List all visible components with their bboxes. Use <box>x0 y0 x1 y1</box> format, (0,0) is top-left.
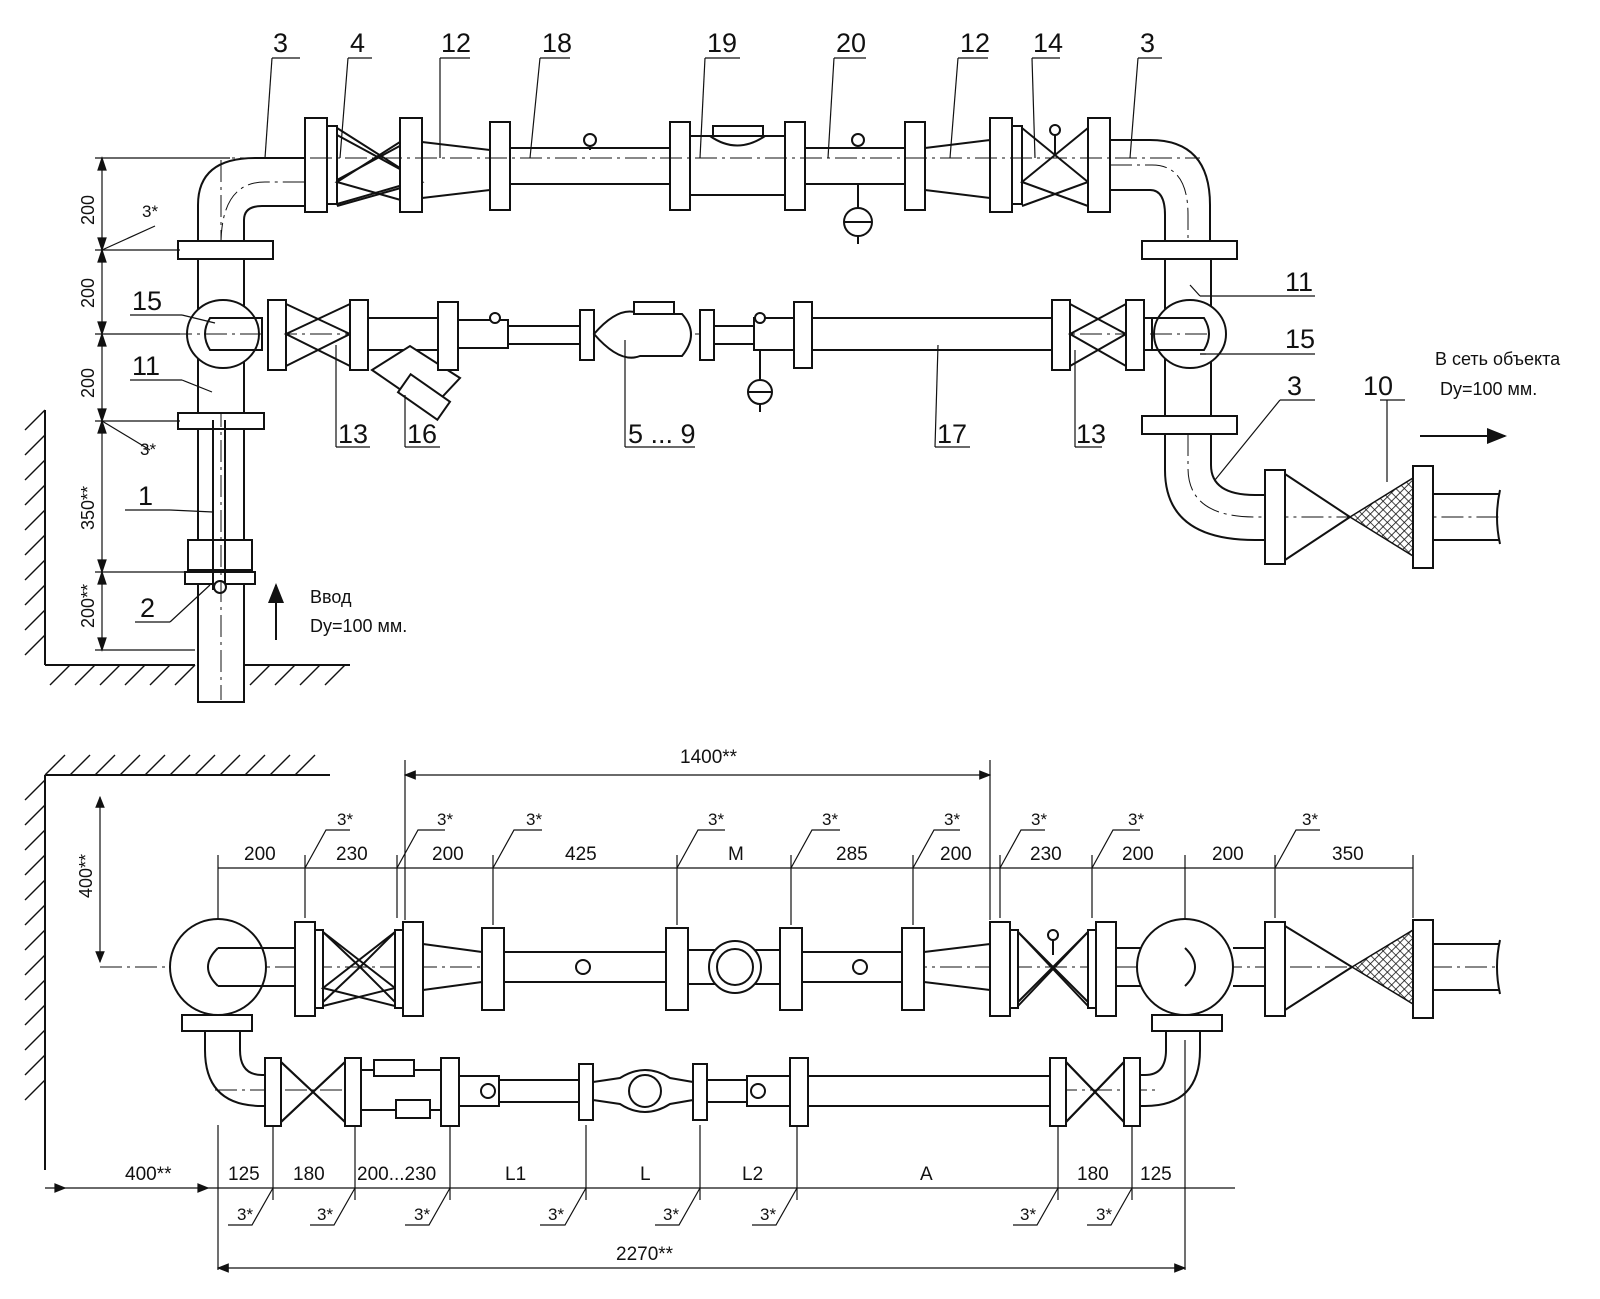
mark-bottom-6: 3* <box>760 1205 776 1224</box>
dim-200-b: 200 <box>78 278 98 308</box>
weld-mark-2: 3* <box>140 440 156 459</box>
plan-view: 1400** 400** 200 230 200 425 M 285 200 2… <box>24 747 1501 1273</box>
mark-top-4: 3* <box>708 810 724 829</box>
elevation-callouts: 3 4 12 18 19 20 12 14 3 15 11 1 2 13 16 … <box>132 28 1393 623</box>
callout-18: 18 <box>542 28 572 58</box>
callout-12: 12 <box>441 28 471 58</box>
mark-top-8: 3* <box>1128 810 1144 829</box>
callout-13-left: 13 <box>338 419 368 449</box>
dim-top-10: 200 <box>1212 844 1244 865</box>
elevation-view: 3 4 12 18 19 20 12 14 3 15 11 1 2 13 16 … <box>24 28 1561 703</box>
mark-top-7: 3* <box>1031 810 1047 829</box>
inlet-size: Dy=100 мм. <box>310 616 407 636</box>
dim-bottom-6: L <box>640 1164 651 1185</box>
callout-13-right: 13 <box>1076 419 1106 449</box>
dim-350: 350** <box>78 486 98 530</box>
dim-bottom-5: L1 <box>505 1164 526 1185</box>
inlet-riser-pipe <box>177 160 265 703</box>
plan-dimension-texts: 1400** 400** 200 230 200 425 M 285 200 2… <box>76 747 1364 1265</box>
dim-top-1: 200 <box>244 844 276 865</box>
dim-top-9: 200 <box>1122 844 1154 865</box>
vertical-dimension-chain <box>95 156 230 652</box>
callout-3: 3 <box>273 28 288 58</box>
callout-11-right: 11 <box>1285 267 1313 297</box>
dim-top-7: 200 <box>940 844 972 865</box>
dim-top-5: M <box>728 844 744 865</box>
plan-upper-line <box>100 918 1501 1032</box>
dim-bottom-9: 180 <box>1077 1164 1109 1185</box>
callout-19: 19 <box>707 28 737 58</box>
mark-top-2: 3* <box>437 810 453 829</box>
dim-top-3: 200 <box>432 844 464 865</box>
wall-hatching <box>24 409 350 686</box>
dim-overall-top: 1400** <box>680 747 738 768</box>
mark-top-5: 3* <box>822 810 838 829</box>
callout-2: 2 <box>140 593 155 623</box>
dim-200-c: 200 <box>78 368 98 398</box>
mark-top-3: 3* <box>526 810 542 829</box>
mark-bottom-7: 3* <box>1020 1205 1036 1224</box>
inlet-label: Ввод <box>310 587 352 607</box>
callout-11-left: 11 <box>132 351 160 381</box>
bypass-upper-line <box>100 117 1200 244</box>
callout-15-left: 15 <box>132 286 162 316</box>
outlet-label: В сеть объекта <box>1435 349 1561 369</box>
mark-top-9: 3* <box>1302 810 1318 829</box>
callout-4: 4 <box>350 28 365 58</box>
callout-5-9: 5 ... 9 <box>628 419 696 449</box>
callout-10: 10 <box>1363 371 1393 401</box>
dim-200-a: 200 <box>78 195 98 225</box>
callout-17: 17 <box>937 419 967 449</box>
mark-bottom-8: 3* <box>1096 1205 1112 1224</box>
callout-20: 20 <box>836 28 866 58</box>
mark-bottom-4: 3* <box>548 1205 564 1224</box>
callout-15-right: 15 <box>1285 324 1315 354</box>
left-riser-and-bend <box>177 157 305 414</box>
dim-top-6: 285 <box>836 844 868 865</box>
right-riser-and-bend <box>1110 139 1500 541</box>
callout-14: 14 <box>1033 28 1063 58</box>
dim-wall-offset: 400** <box>76 854 96 898</box>
plan-dimension-lines <box>45 760 1414 1273</box>
dim-bottom-1: 400** <box>125 1164 172 1185</box>
mark-top-1: 3* <box>337 810 353 829</box>
dim-bottom-4: 200...230 <box>357 1164 436 1185</box>
callout-3-right: 3 <box>1140 28 1155 58</box>
outlet-size: Dy=100 мм. <box>1440 379 1537 399</box>
dim-bottom-10: 125 <box>1140 1164 1172 1185</box>
mark-bottom-5: 3* <box>663 1205 679 1224</box>
mark-bottom-2: 3* <box>317 1205 333 1224</box>
dim-bottom-3: 180 <box>293 1164 325 1185</box>
callout-3-outlet: 3 <box>1287 371 1302 401</box>
callout-16: 16 <box>407 419 437 449</box>
dim-bottom-2: 125 <box>228 1164 260 1185</box>
meter-line <box>100 299 1210 422</box>
callout-1: 1 <box>138 481 153 511</box>
dim-top-4: 425 <box>565 844 597 865</box>
callout-12-right: 12 <box>960 28 990 58</box>
dim-top-11: 350 <box>1332 844 1364 865</box>
dim-bottom-7: L2 <box>742 1164 763 1185</box>
dim-overall-bottom: 2270** <box>616 1244 674 1265</box>
mark-bottom-1: 3* <box>237 1205 253 1224</box>
leader-lines <box>125 57 1405 623</box>
weld-mark-1: 3* <box>142 202 158 221</box>
dim-top-8: 230 <box>1030 844 1062 865</box>
dim-200-d: 200** <box>78 584 98 628</box>
plan-lower-line <box>204 1031 1201 1127</box>
dim-top-2: 230 <box>336 844 368 865</box>
mark-bottom-3: 3* <box>414 1205 430 1224</box>
dim-bottom-8: A <box>920 1164 933 1185</box>
plan-wall-hatching <box>24 754 330 1170</box>
vertical-dimension-values: 200 200 200 350** 200** 3* 3* <box>78 195 158 628</box>
outlet-valve-group <box>1264 428 1507 569</box>
mark-top-6: 3* <box>944 810 960 829</box>
